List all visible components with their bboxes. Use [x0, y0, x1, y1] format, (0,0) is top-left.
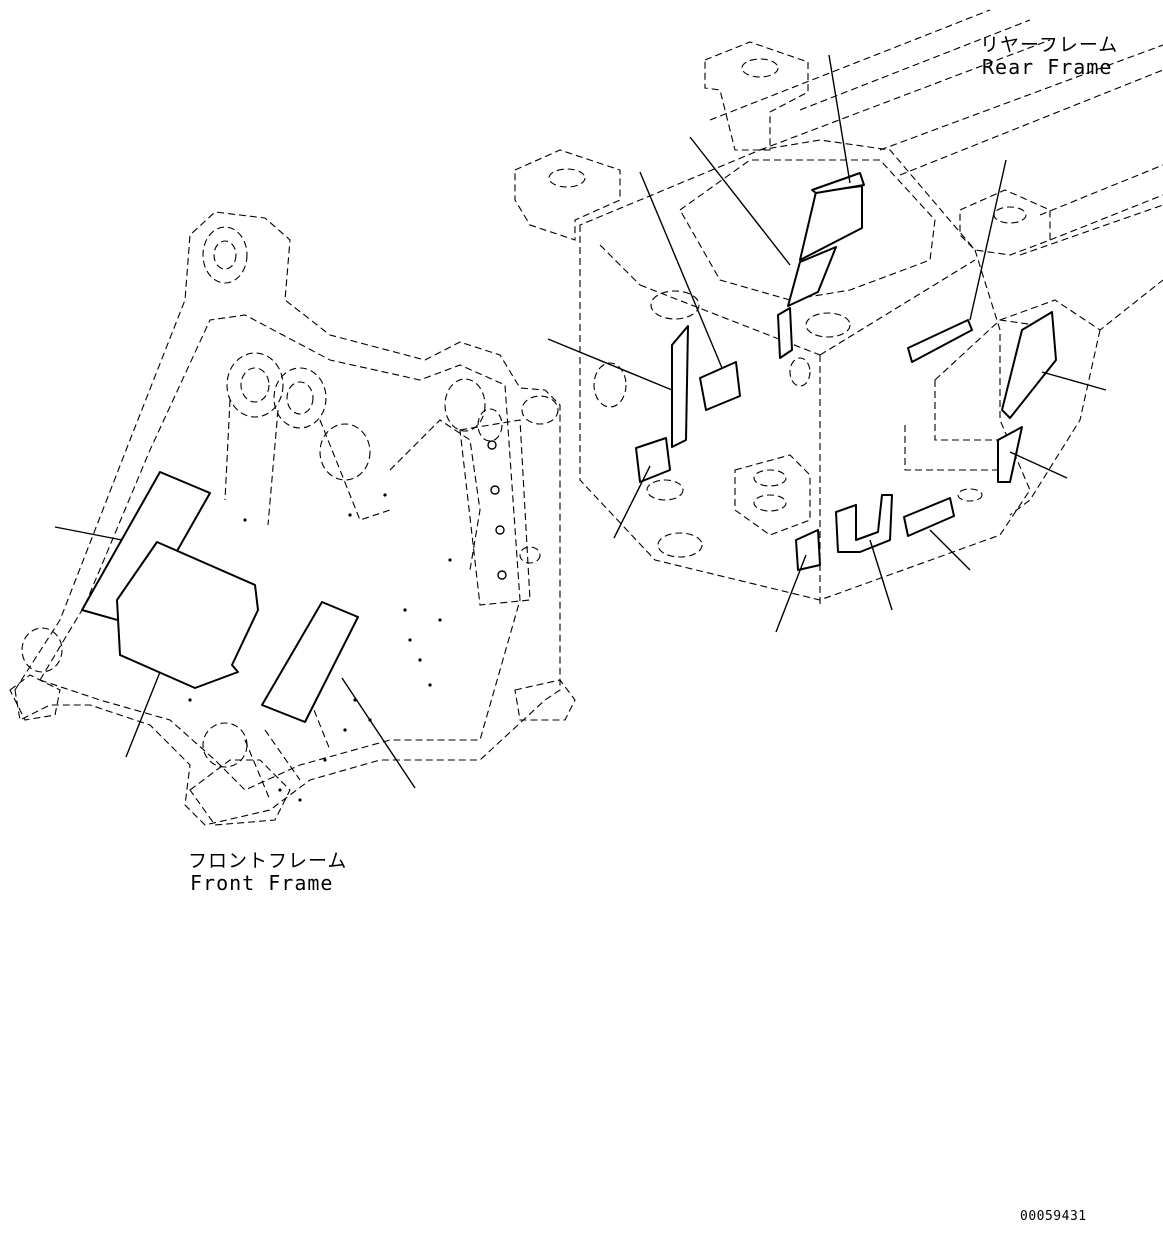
front-leaders: [54, 526, 416, 789]
rear-fender-inner: [934, 319, 1036, 441]
rear-tower: [704, 41, 809, 151]
rear-patch-mid: [787, 246, 837, 307]
front-lower-bracket: [514, 679, 576, 721]
front-pivot-hole: [240, 367, 270, 403]
front-arm: [389, 419, 481, 571]
rear-patch-tall-right: [1001, 311, 1057, 419]
rear-patch-small-l: [699, 361, 741, 411]
rear-frame-patches: [635, 172, 1057, 571]
front-pivot-hole: [286, 381, 314, 415]
rear-tower: [959, 189, 1051, 256]
front-steer-boss: [521, 395, 559, 425]
rear-side-hole: [646, 479, 684, 501]
rear-tower: [514, 149, 621, 241]
rear-leaders: [547, 54, 1107, 633]
rear-side-hole: [657, 532, 703, 558]
rear-main-box: [579, 139, 1031, 601]
front-frame-outline: [14, 211, 561, 826]
front-patch-lower-panel: [261, 601, 359, 723]
rear-beam: [709, 9, 1163, 176]
rear-patch-wedge: [997, 426, 1023, 483]
front-pivot-hole: [213, 240, 237, 270]
front-gusset: [244, 699, 331, 801]
front-bottom-lugs: [189, 759, 291, 826]
rear-inner-hole: [650, 290, 700, 320]
rear-hitch-hole: [753, 494, 787, 512]
rear-patch-u-channel: [835, 494, 893, 553]
front-frame-drawing: [9, 211, 576, 826]
front-bottom-boss: [21, 627, 63, 673]
front-patch-octagon: [116, 541, 259, 689]
rear-inner-hole: [805, 312, 851, 338]
rear-frame-label-en: Rear Frame: [982, 55, 1113, 79]
rear-patch-slanted-bar: [907, 319, 973, 363]
front-pivot-boss: [444, 378, 486, 432]
rear-inner-wall: [679, 159, 936, 301]
rear-patch-lower-tab: [777, 307, 793, 359]
front-bottom-boss: [202, 722, 248, 768]
rear-side-hole: [789, 357, 811, 387]
front-frame-inner: [39, 314, 521, 791]
rear-frame-label-jp: リヤーフレーム: [980, 34, 1119, 56]
front-frame-patches: [81, 471, 359, 723]
drawing-code: 00059431: [1020, 1209, 1087, 1224]
front-pivot-boss: [319, 423, 371, 481]
front-pivot-boss: [226, 352, 284, 418]
rear-side-hole: [957, 488, 983, 502]
rear-tower-hole: [741, 58, 779, 78]
rear-hitch-hole: [753, 469, 787, 487]
front-arm: [224, 399, 391, 526]
rear-beam: [1019, 164, 1163, 256]
front-plate-holes: [487, 440, 507, 580]
rear-frame-drawing: [514, 9, 1163, 605]
front-frame-label-jp: フロントフレーム: [188, 850, 348, 872]
rear-tower-hole: [548, 168, 586, 188]
front-frame-label-en: Front Frame: [190, 871, 334, 895]
rear-main-box-edge: [599, 244, 976, 605]
rear-side-hole: [593, 362, 627, 408]
front-steer-boss: [519, 546, 541, 564]
rear-patch-vertical-flat: [671, 325, 689, 448]
rear-hitch: [734, 454, 811, 536]
rear-tower-hole: [993, 206, 1027, 224]
front-pivot-boss: [202, 226, 248, 284]
front-foot: [9, 674, 61, 721]
rear-fender: [904, 279, 1163, 516]
rear-patch-small-block: [795, 529, 821, 571]
rear-patch-long-bar: [903, 497, 955, 537]
rear-patch-square: [635, 437, 671, 483]
rear-patch-tall-upper-top: [811, 172, 865, 194]
front-pivot-boss: [273, 367, 327, 429]
front-pivot-boss: [477, 408, 503, 442]
